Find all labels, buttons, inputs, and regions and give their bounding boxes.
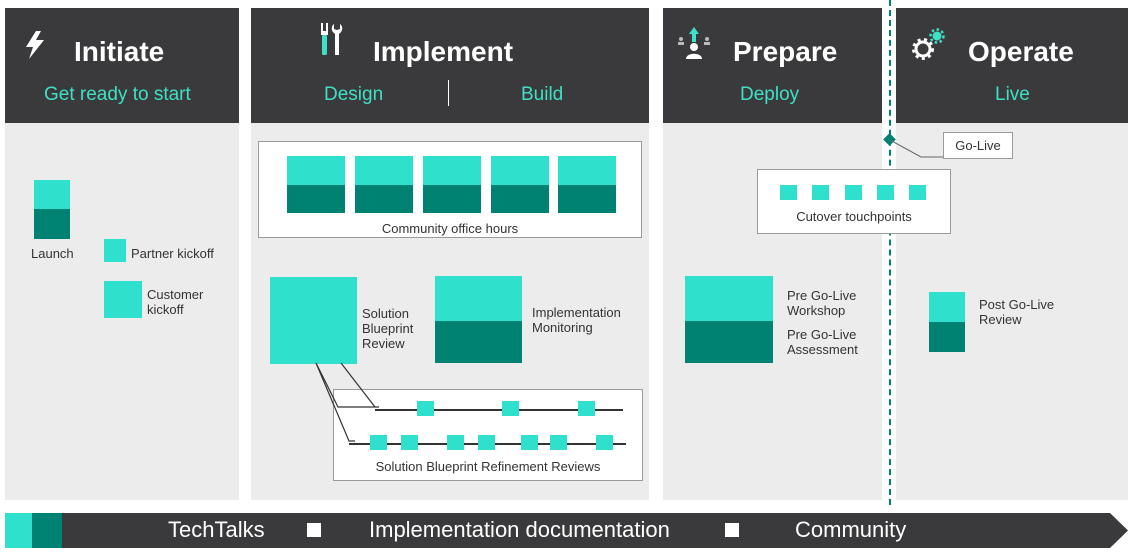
partner-kickoff-marker [104, 239, 126, 262]
tools-icon [321, 23, 343, 55]
impl-monitoring-label-2: Monitoring [532, 320, 593, 335]
refinement-marker [550, 435, 567, 450]
office-hour-marker-bottom [558, 185, 616, 213]
cutover-label: Cutover touchpoints [796, 209, 912, 224]
office-hour-marker-top [423, 156, 481, 185]
solution-blueprint-marker [270, 277, 357, 364]
refinement-timeline-1 [375, 409, 623, 411]
post-golive-marker-bottom [929, 322, 965, 352]
phase-header-operate: Operate Live [896, 8, 1128, 123]
refinement-marker [478, 435, 495, 450]
refinement-marker [401, 435, 418, 450]
phase-title: Implement [373, 36, 514, 67]
phase-subtitle: Deploy [740, 84, 800, 105]
phase-header-initiate: Initiate Get ready to start [5, 8, 239, 123]
cutover-marker [909, 185, 926, 200]
golive-callout: Go-Live [943, 132, 1013, 159]
cutover-marker [845, 185, 862, 200]
pre-golive-workshop-label-1: Pre Go-Live [787, 288, 857, 303]
launch-label: Launch [31, 246, 74, 261]
cutover-marker [780, 185, 797, 200]
office-hour-marker-bottom [355, 185, 413, 213]
launch-marker-bottom [34, 209, 70, 239]
pre-golive-assessment-label-1: Pre Go-Live [787, 327, 857, 342]
customer-kickoff-marker [104, 281, 142, 318]
refinement-connector [315, 362, 379, 442]
lightning-icon [26, 31, 44, 59]
solution-blueprint-label-1: Solution [362, 306, 409, 321]
cutover-marker [877, 185, 894, 200]
footer-item-documentation: Implementation documentation [369, 517, 670, 542]
phase-header-prepare: Prepare Deploy [663, 8, 882, 123]
phase-subtitle-design: Design [324, 84, 384, 105]
golive-callout-line [889, 139, 944, 158]
office-hours-box: Community office hours [258, 141, 642, 238]
people-upload-icon [678, 27, 710, 59]
partner-kickoff-label: Partner kickoff [131, 246, 214, 261]
solution-blueprint-label-2: Blueprint [362, 321, 414, 336]
footer-item-community: Community [795, 517, 907, 542]
post-golive-label-1: Post Go-Live [979, 297, 1055, 312]
phase-subtitle: Live [995, 84, 1030, 105]
footer-item-techtalks: TechTalks [168, 517, 265, 542]
refinement-marker [447, 435, 464, 450]
phase-body-implement: Community office hours Solution Blueprin… [251, 123, 649, 500]
phase-subtitle-build: Build [521, 84, 564, 105]
refinement-reviews-label: Solution Blueprint Refinement Reviews [375, 459, 601, 474]
subtitle-divider [448, 80, 449, 106]
impl-monitoring-marker-bottom [435, 321, 522, 363]
refinement-marker [502, 401, 519, 416]
phase-header-implement: Implement Design Build [251, 8, 649, 123]
customer-kickoff-label-2: kickoff [147, 302, 184, 317]
office-hour-marker-top [491, 156, 549, 185]
refinement-marker [578, 401, 595, 416]
pre-golive-marker-top [685, 276, 773, 321]
office-hour-marker-top [558, 156, 616, 185]
golive-line [889, 0, 891, 505]
office-hour-marker-top [355, 156, 413, 185]
office-hour-marker-top [287, 156, 345, 185]
cutover-marker [812, 185, 829, 200]
phase-subtitle: Get ready to start [44, 84, 191, 105]
pre-golive-workshop-label-2: Workshop [787, 303, 846, 318]
phase-body-initiate: Launch Partner kickoff Customer kickoff [5, 123, 239, 500]
phase-title: Initiate [74, 36, 165, 67]
solution-blueprint-label-3: Review [362, 336, 405, 351]
refinement-marker [370, 435, 387, 450]
phase-title: Operate [968, 36, 1074, 67]
post-golive-label-2: Review [979, 312, 1022, 327]
office-hour-marker-bottom [287, 185, 345, 213]
refinement-marker [596, 435, 613, 450]
footer-arrow-bar [5, 513, 1128, 548]
post-golive-marker-top [929, 292, 965, 322]
office-hours-label: Community office hours [381, 221, 519, 236]
impl-monitoring-label-1: Implementation [532, 305, 621, 320]
pre-golive-marker-bottom [685, 321, 773, 363]
gears-icon [912, 28, 945, 60]
golive-label: Go-Live [955, 138, 1001, 153]
impl-monitoring-marker-top [435, 276, 522, 321]
footer-separator-square [725, 523, 739, 537]
pre-golive-assessment-label-2: Assessment [787, 342, 858, 357]
customer-kickoff-label-1: Customer [147, 287, 204, 302]
launch-marker-top [34, 180, 70, 209]
footer-separator-square [307, 523, 321, 537]
phase-title: Prepare [733, 36, 838, 67]
office-hour-marker-bottom [491, 185, 549, 213]
refinement-reviews-box: Solution Blueprint Refinement Reviews [333, 389, 643, 481]
cutover-box: Cutover touchpoints [757, 169, 951, 234]
refinement-marker [417, 401, 434, 416]
refinement-marker [521, 435, 538, 450]
office-hour-marker-bottom [423, 185, 481, 213]
